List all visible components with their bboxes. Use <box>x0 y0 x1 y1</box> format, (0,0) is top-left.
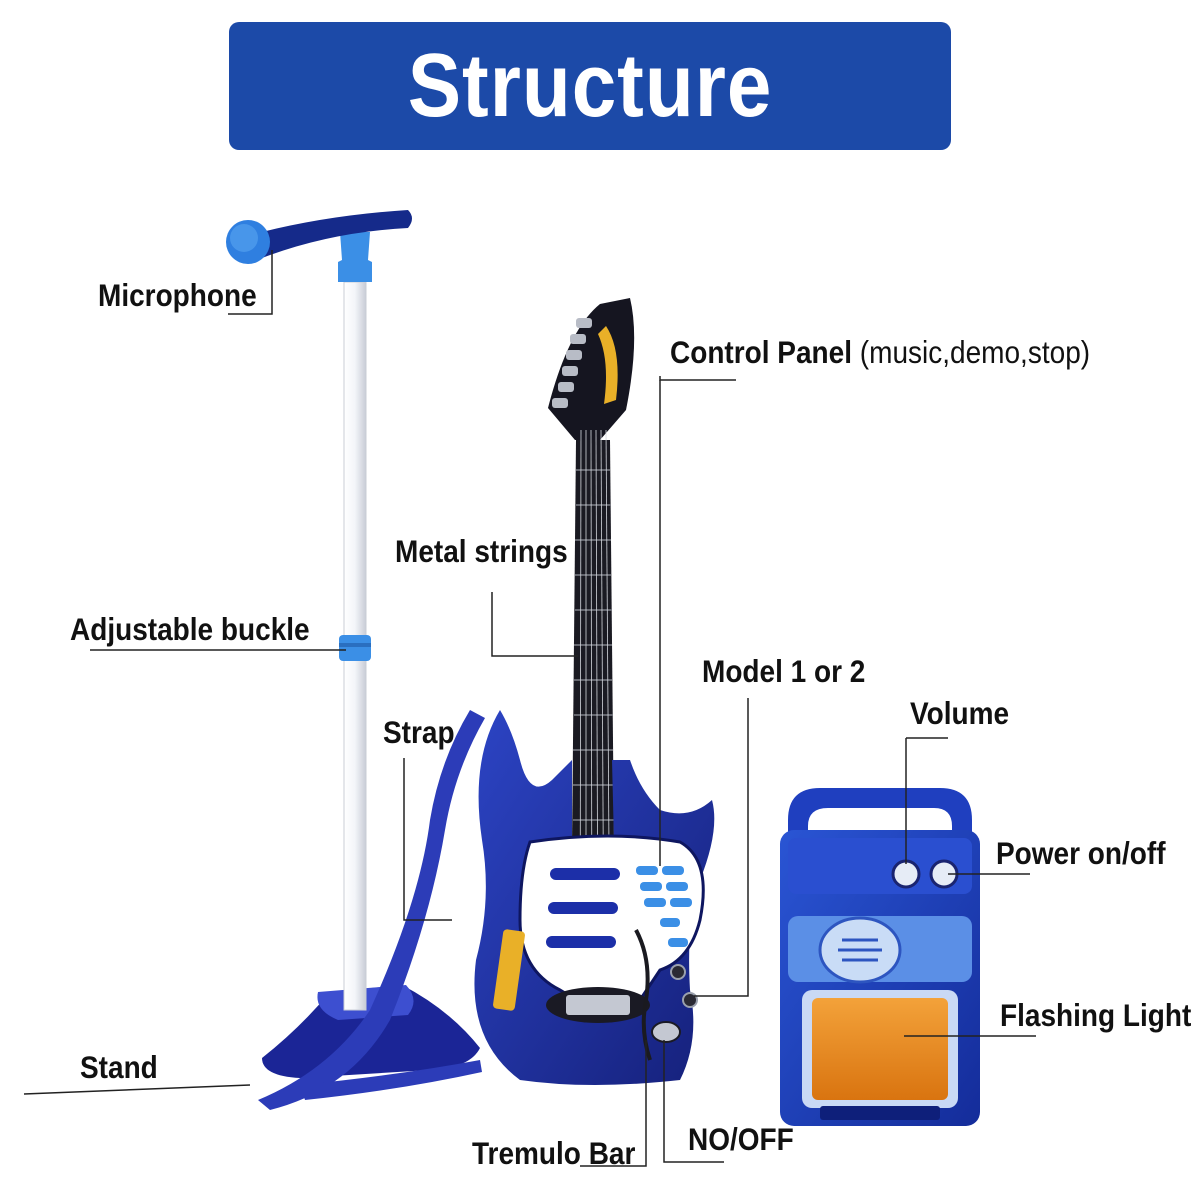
guitar <box>258 298 715 1110</box>
label-adjustable-buckle: Adjustable buckle <box>70 612 310 647</box>
callout-line-microphone <box>228 250 273 315</box>
mode-knob <box>670 964 686 980</box>
guitar-headstock <box>548 298 635 440</box>
label-strap: Strap <box>383 715 455 750</box>
mic-clip <box>338 232 372 282</box>
label-tremulo-bar: Tremulo Bar <box>472 1136 636 1171</box>
page-title: Structure <box>407 35 773 136</box>
guitar-strap <box>258 710 485 1110</box>
tuning-pegs <box>552 318 592 408</box>
flashing-light-shape <box>812 998 948 1100</box>
guitar-pickups <box>546 868 620 948</box>
title-banner: Structure <box>229 22 951 150</box>
on-off-switch <box>651 1021 681 1043</box>
callout-line-no-off <box>663 1040 724 1163</box>
label-microphone: Microphone <box>98 278 257 313</box>
callout-line-tremulo-bar <box>580 1040 647 1167</box>
callout-line-metal-strings <box>491 592 578 657</box>
amplifier <box>780 788 980 1126</box>
guitar-logo-mark <box>493 929 525 1011</box>
adjustable-buckle-shape <box>339 635 371 661</box>
label-control-panel-name: Control Panel <box>670 335 853 370</box>
label-stand: Stand <box>80 1050 158 1085</box>
callout-line-control-panel <box>659 376 736 381</box>
callout-line-stand <box>23 1084 251 1095</box>
callout-line-strap <box>403 758 452 921</box>
label-volume: Volume <box>910 696 1010 731</box>
label-flashing-light: Flashing Light <box>1000 998 1192 1033</box>
label-model: Model 1 or 2 <box>702 654 866 689</box>
label-control-panel-detail: (music,demo,stop) <box>859 335 1091 370</box>
volume-knob <box>891 859 921 889</box>
label-power: Power on/off <box>996 836 1166 871</box>
callout-lines <box>23 250 1036 1167</box>
mode-knob-2 <box>682 992 698 1008</box>
label-control-panel: Control Panel (music,demo,stop) <box>670 335 1090 371</box>
label-no-off: NO/OFF <box>688 1122 794 1157</box>
control-panel-buttons <box>636 866 692 947</box>
amp-handle <box>788 788 972 840</box>
callout-line-model <box>694 698 749 997</box>
label-metal-strings: Metal strings <box>395 534 568 569</box>
microphone-handle <box>262 210 412 258</box>
